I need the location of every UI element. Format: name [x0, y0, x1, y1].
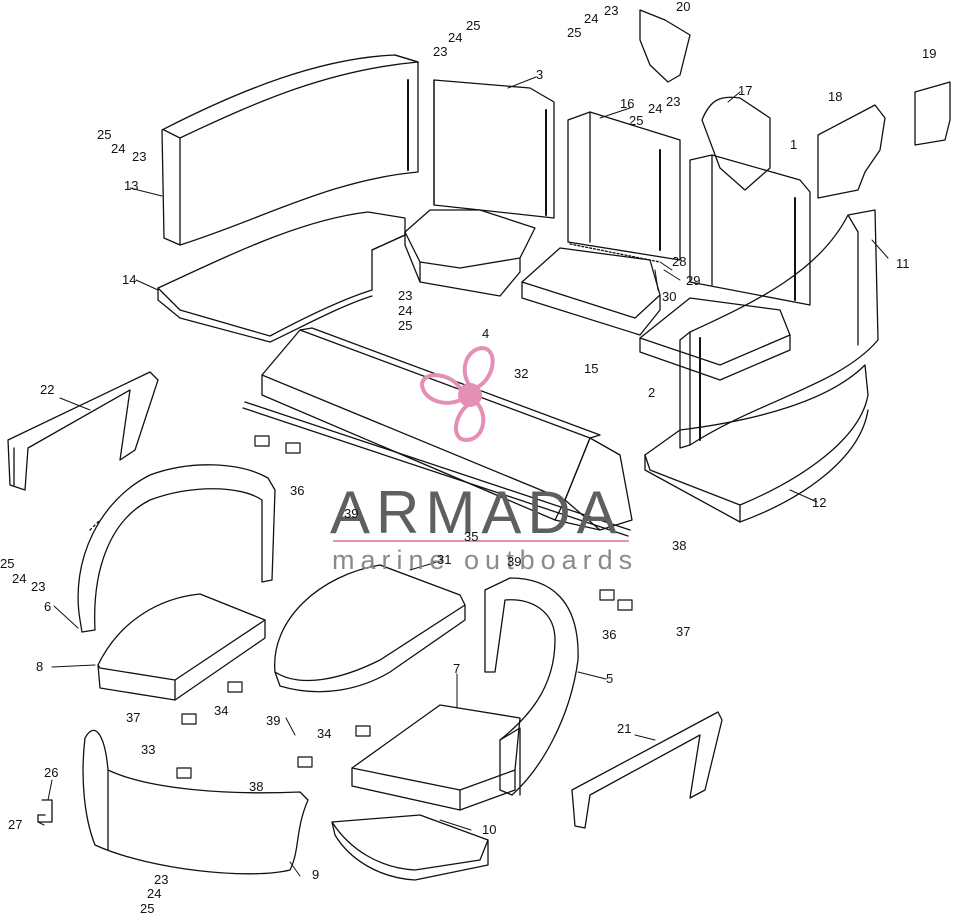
label-part-17: 17 [738, 83, 753, 98]
watermark-brand: ARMADA [330, 479, 623, 546]
label-part-33: 33 [141, 742, 156, 757]
label-part-25: 25 [466, 18, 481, 33]
label-part-24: 24 [398, 303, 413, 318]
part-seat-cushion-center [521, 247, 661, 336]
label-part-39: 39 [507, 554, 522, 569]
watermark-rule [333, 540, 629, 542]
watermark-propeller-logo [419, 345, 495, 443]
label-part-13: 13 [124, 178, 139, 193]
label-part-23: 23 [666, 94, 681, 109]
label-part-34: 34 [317, 726, 332, 741]
part-6-backrest-frame [77, 464, 276, 633]
label-part-24: 24 [584, 11, 599, 26]
part-11-curved-backrest [679, 209, 879, 449]
label-part-3: 3 [536, 67, 544, 82]
label-part-2: 2 [648, 385, 656, 400]
label-part-25: 25 [140, 901, 155, 914]
label-part-5: 5 [606, 671, 614, 686]
part-26-27-bracket [37, 799, 53, 823]
label-part-10: 10 [482, 822, 497, 837]
part-1-back-cushion [689, 154, 811, 306]
label-part-22: 22 [40, 382, 55, 397]
part-17-cover [701, 96, 771, 191]
label-part-25: 25 [0, 556, 15, 571]
label-part-18: 18 [828, 89, 843, 104]
part-22-side-panel [7, 371, 159, 491]
part-18-cover [817, 104, 886, 199]
label-part-23: 23 [31, 579, 46, 594]
part-3-back-cushion [433, 79, 555, 219]
label-part-38: 38 [249, 779, 264, 794]
label-part-20: 20 [676, 0, 691, 14]
label-part-23: 23 [398, 288, 413, 303]
part-small-seat-cushion [404, 209, 536, 297]
label-part-29: 29 [686, 273, 701, 288]
label-part-1: 1 [790, 137, 798, 152]
label-part-25: 25 [629, 113, 644, 128]
label-part-36: 36 [290, 483, 305, 498]
part-7-seat-cushion [351, 704, 521, 811]
label-part-14: 14 [122, 272, 137, 287]
label-part-39: 39 [344, 506, 359, 521]
label-part-24: 24 [111, 141, 126, 156]
label-part-38: 38 [672, 538, 687, 553]
label-part-11: 11 [896, 256, 910, 271]
label-part-27: 27 [8, 817, 23, 832]
part-13-backrest [161, 54, 419, 246]
label-part-24: 24 [12, 571, 27, 586]
label-part-9: 9 [312, 867, 320, 882]
label-part-25: 25 [567, 25, 582, 40]
part-10-curved-cushion [331, 814, 489, 881]
part-14-seat-cushion [157, 211, 406, 343]
hinges [176, 435, 633, 779]
part-19-cover [914, 81, 951, 146]
part-9-front-panel [82, 729, 309, 875]
label-part-21: 21 [617, 721, 632, 736]
label-part-35: 35 [464, 529, 479, 544]
label-part-24: 24 [648, 101, 663, 116]
label-part-23: 23 [604, 3, 619, 18]
label-part-37: 37 [126, 710, 141, 725]
label-part-24: 24 [448, 30, 463, 45]
label-part-30: 30 [662, 289, 677, 304]
label-part-25: 25 [97, 127, 112, 142]
label-part-32: 32 [514, 366, 529, 381]
label-part-24: 24 [147, 886, 162, 901]
label-part-23: 23 [154, 872, 169, 887]
label-part-36: 36 [602, 627, 617, 642]
label-part-23: 23 [132, 149, 147, 164]
label-part-28: 28 [672, 254, 687, 269]
part-31-oval-cushion [274, 564, 466, 693]
part-seat-cushion-right [639, 297, 791, 381]
label-part-15: 15 [584, 361, 599, 376]
label-part-39: 39 [266, 713, 281, 728]
part-4-seat-base [261, 327, 633, 531]
label-part-4: 4 [482, 326, 490, 341]
label-part-7: 7 [453, 661, 461, 676]
label-part-25: 25 [398, 318, 413, 333]
label-part-8: 8 [36, 659, 44, 674]
label-part-26: 26 [44, 765, 59, 780]
part-20-cover [639, 9, 691, 83]
watermark-tagline: marine outboards [332, 545, 639, 575]
part-5-curved-side [484, 577, 579, 796]
part-8-seat-cushion [97, 593, 266, 701]
label-part-16: 16 [620, 96, 635, 111]
part-35-rod [242, 401, 631, 537]
label-part-12: 12 [812, 495, 827, 510]
label-part-31: 31 [437, 552, 452, 567]
label-part-23: 23 [433, 44, 448, 59]
part-12-seat-base [644, 364, 869, 523]
leader-lines [37, 76, 889, 877]
part-16-back-cushion [567, 111, 681, 263]
part-21-side-panel [571, 711, 723, 829]
label-part-37: 37 [676, 624, 691, 639]
label-part-19: 19 [922, 46, 937, 61]
label-part-34: 34 [214, 703, 229, 718]
label-part-6: 6 [44, 599, 52, 614]
